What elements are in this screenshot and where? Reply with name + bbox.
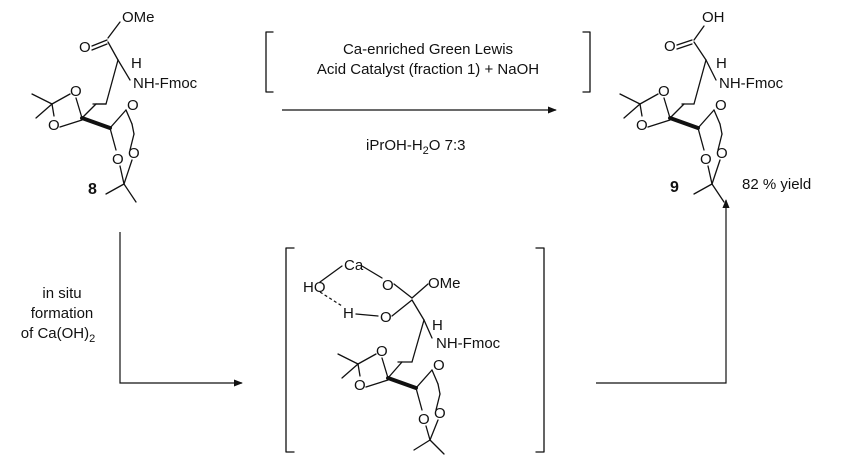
alpha-h-label: H [131,55,142,72]
carbonyl-o-label-9: O [664,38,676,55]
catalyst-line2: Acid Catalyst (fraction 1) + NaOH [317,61,539,78]
side-note-line3: of Ca(OH)2 [21,325,95,345]
acetonide-o4-label-9: O [716,145,728,162]
catalyst-line1: Ca-enriched Green Lewis [343,41,513,58]
ring-o-label-9: O [715,97,727,114]
compound-9-number: 9 [670,179,679,196]
h-label: H [343,305,354,322]
ca-label: Ca [344,257,364,274]
ca-intermediate-structure: Ca HO H O O OMe H NH-Fmoc O O O [303,257,501,455]
acetonide-o2-label-8: O [48,117,60,134]
carbonyl-o-label: O [79,39,91,56]
nh-fmoc-label-int: NH-Fmoc [436,335,501,352]
nh-fmoc-label-8: NH-Fmoc [133,75,198,92]
o-bottom-label: O [380,309,392,326]
acetonide-o1-label-8: O [70,83,82,100]
acetonide-o1-label-int: O [376,343,388,360]
acetonide-o1-label-9: O [658,83,670,100]
ome-label: OMe [428,275,461,292]
acetonide-o2-label-9: O [636,117,648,134]
catalyst-bracket [265,31,591,93]
compound-8-structure: OMe O H NH-Fmoc O O O O O [31,9,198,203]
acetonide-o3-label-9: O [700,151,712,168]
up-arrow-to-product [596,199,730,384]
intermediate-left-bracket [285,247,295,453]
nh-fmoc-label-9: NH-Fmoc [719,75,784,92]
acetonide-o2-label-int: O [354,377,366,394]
alpha-h-label-9: H [716,55,727,72]
acetonide-o4-label-int: O [434,405,446,422]
yield-label: 82 % yield [742,176,811,193]
acetonide-o3-label-8: O [112,151,124,168]
compound-8-number: 8 [88,181,97,198]
alpha-h-label-int: H [432,317,443,334]
solvent-label: iPrOH-H2O 7:3 [366,137,465,157]
intermediate-right-bracket [535,247,545,453]
compound-9-structure: OH O H NH-Fmoc O O O O O [619,9,784,203]
down-right-arrow [119,232,243,387]
acetonide-o4-label-8: O [128,145,140,162]
ring-o-label-int: O [433,357,445,374]
ester-ome-label: OMe [122,9,155,26]
ring-o-label-8: O [127,97,139,114]
o-top-label: O [382,277,394,294]
acetonide-o3-label-int: O [418,411,430,428]
side-note-line2: formation [31,305,94,322]
side-note-line1: in situ [42,285,81,302]
acid-oh-label: OH [702,9,725,26]
ho-label: HO [303,279,326,296]
